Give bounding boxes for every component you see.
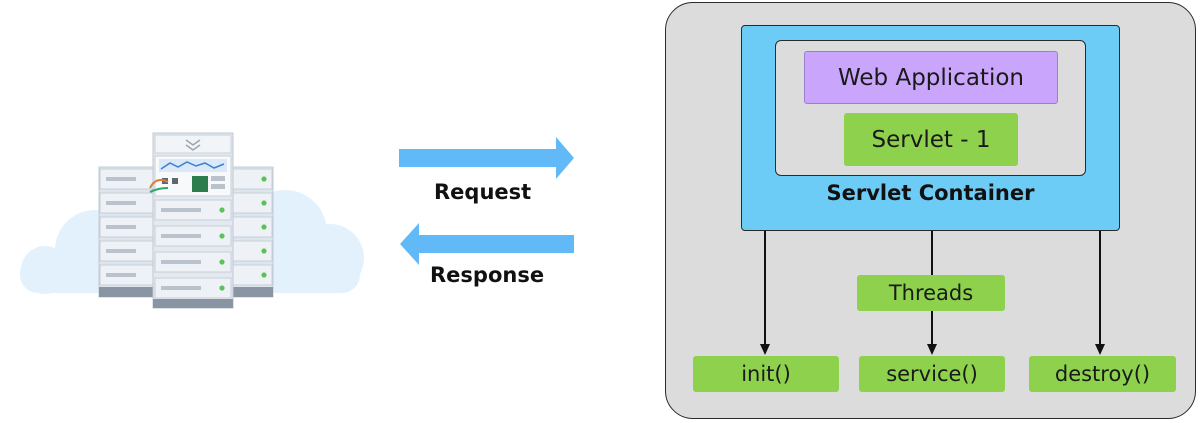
arrows-layer (399, 137, 574, 265)
service-arrowhead (927, 344, 937, 355)
init-method-box: init() (693, 356, 839, 392)
servlet-container-label: Servlet Container (826, 181, 1035, 205)
threads-box: Threads (857, 275, 1005, 311)
server-rack-icon (98, 132, 274, 309)
request-label: Request (434, 180, 532, 204)
service-method-box: service() (859, 356, 1005, 392)
response-arrow (400, 223, 574, 265)
destroy-arrowhead (1095, 344, 1105, 355)
web-application-box: Web Application (804, 51, 1058, 104)
response-label: Response (430, 263, 545, 287)
destroy-method-box: destroy() (1029, 356, 1176, 392)
servlet-box: Servlet - 1 (844, 113, 1018, 166)
init-arrowhead (760, 344, 770, 355)
server-illustration (20, 132, 364, 309)
request-arrow (399, 137, 574, 179)
